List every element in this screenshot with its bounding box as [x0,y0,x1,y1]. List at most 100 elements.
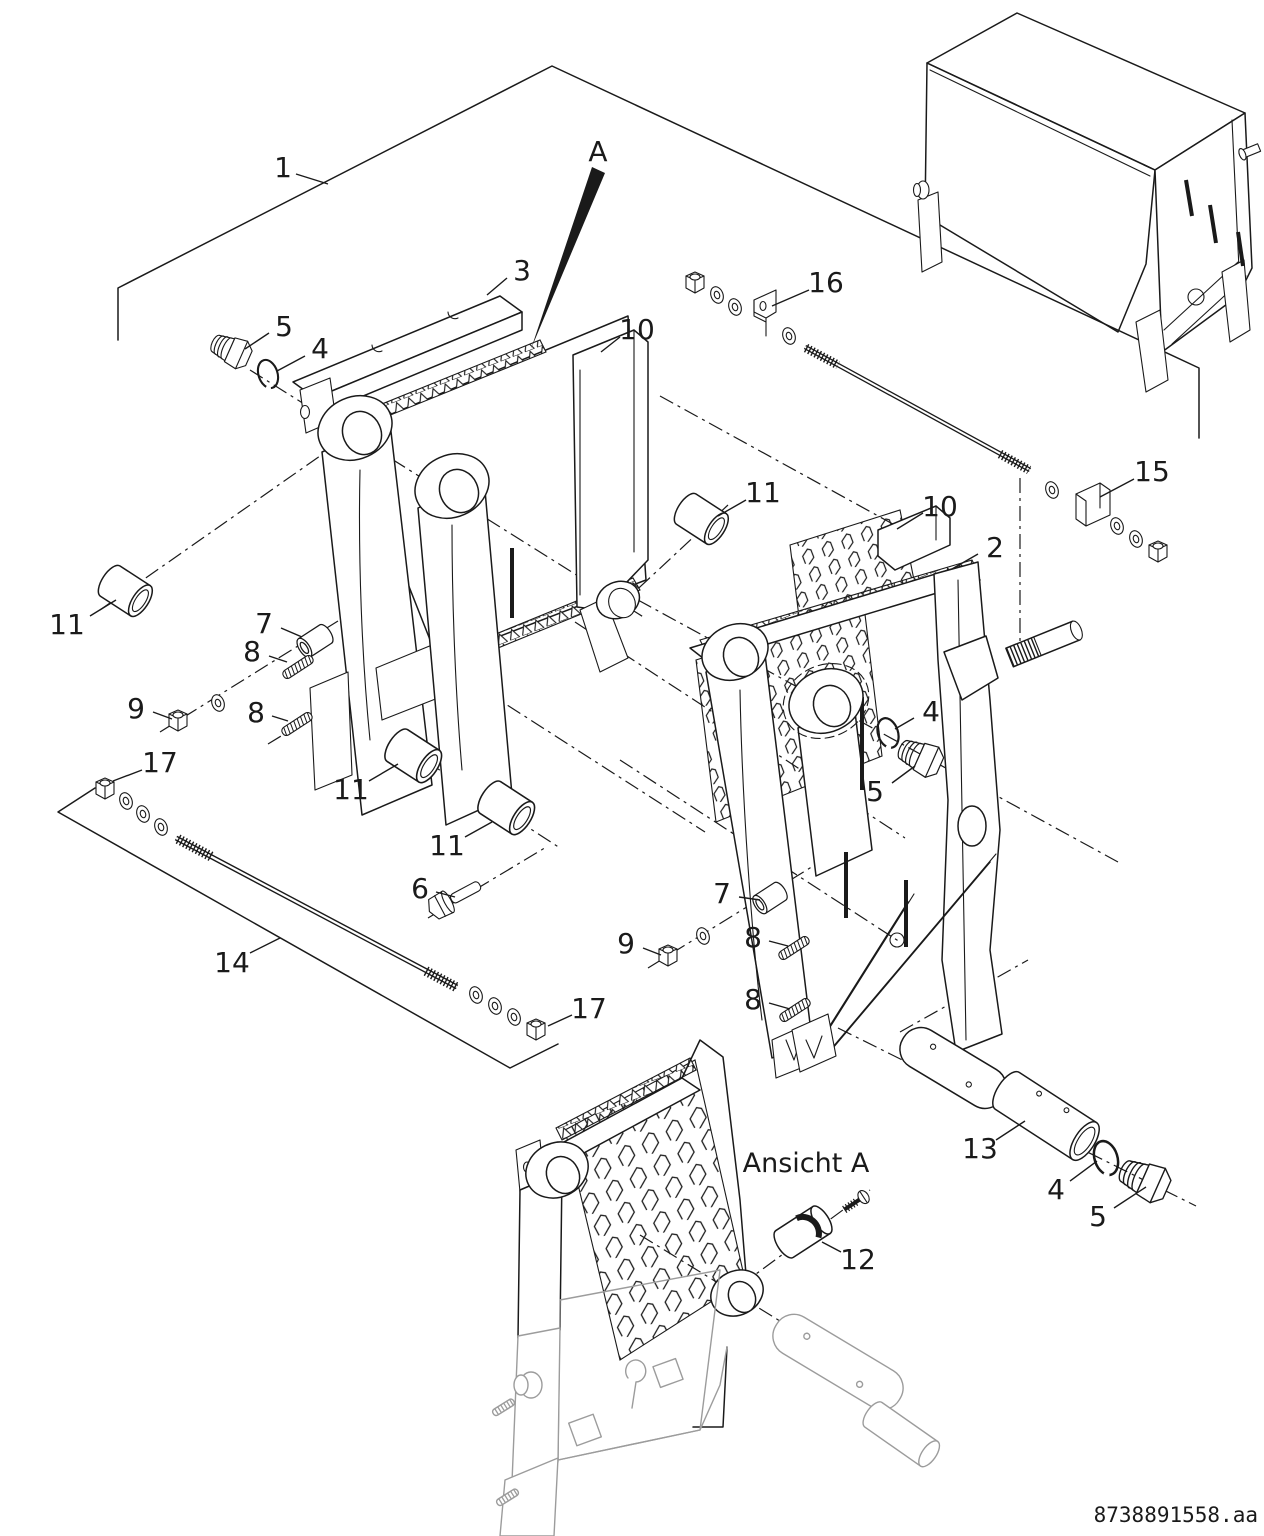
reference-assembly [912,12,1262,393]
svg-text:11: 11 [429,829,465,862]
callout-6: 6 [411,872,456,905]
svg-text:7: 7 [255,607,273,640]
section-left [292,295,647,826]
plug-5-bottom [1112,1151,1176,1208]
section-view-a [491,1039,941,1536]
nut-9-right [658,944,678,967]
callout-17b: 17 [547,992,607,1027]
bolt-6 [423,873,486,923]
hub-left-2 [414,452,490,520]
view-a-label: Ansicht A [743,1148,870,1179]
detail-arrow-a [531,167,605,349]
tube-13 [992,1070,1100,1162]
svg-text:16: 16 [808,266,844,299]
callout-9b: 9 [617,927,662,960]
svg-text:17: 17 [142,746,178,779]
callout-1: 1 [274,151,329,185]
callout-10a: 10 [600,313,655,353]
callout-4c: 4 [1047,1160,1098,1206]
callout-4b: 4 [894,695,940,730]
svg-text:11: 11 [49,608,85,641]
callout-11a: 11 [49,599,117,641]
callout-4a: 4 [276,332,329,372]
plug-5-right [892,732,948,782]
callout-5a: 5 [244,310,293,350]
callout-14: 14 [214,937,281,979]
callout-16: 16 [771,266,844,307]
assembly-side-bolt [1238,143,1262,161]
svg-text:11: 11 [333,773,369,806]
callout-8d: 8 [744,983,791,1016]
leg-screw-upper [491,1398,516,1417]
svg-text:9: 9 [617,927,635,960]
callout-8a: 8 [243,635,288,668]
callout-11d: 11 [429,821,493,862]
callout-13: 13 [962,1120,1026,1165]
svg-text:8: 8 [744,983,762,1016]
svg-text:A: A [588,135,607,168]
callout-9a: 9 [127,692,173,725]
callouts: 1 A 3 5 4 10 16 15 11 10 2 11 7 8 9 8 17… [49,135,1170,1276]
leg-screw-lower [495,1488,520,1507]
svg-text:9: 9 [127,692,145,725]
svg-text:2: 2 [986,531,1004,564]
assembly-boundary [57,65,1200,1069]
stud-8-left-upper [280,653,316,681]
callout-12: 12 [821,1241,876,1276]
svg-text:4: 4 [922,695,940,728]
callout-8b: 8 [247,696,289,729]
bushing-11-center [668,488,734,549]
callout-11c: 11 [333,763,399,806]
svg-text:3: 3 [513,254,531,287]
callout-5b: 5 [866,765,916,808]
svg-text:17: 17 [571,992,607,1025]
drain-boss [513,1371,543,1399]
svg-text:5: 5 [275,310,293,343]
callout-A: A [588,135,607,168]
svg-text:5: 5 [866,775,884,808]
hub-right-1 [701,622,769,682]
hub-left-1 [317,394,393,462]
hub-right-2 [782,663,870,739]
svg-text:7: 7 [713,877,731,910]
bracket-15 [1075,482,1111,527]
stud-8-left-lower [279,710,315,738]
sleeve-7-left [293,621,337,661]
callout-15: 15 [1099,455,1170,498]
washer-9-left [208,692,228,714]
callout-11b: 11 [717,476,781,517]
threaded-nipple [1005,620,1083,668]
svg-text:8: 8 [243,635,261,668]
svg-text:1: 1 [274,151,292,184]
svg-text:15: 15 [1134,455,1170,488]
hub-view-a-2 [710,1269,764,1317]
nut-9-left [168,709,188,732]
hub-view-a-1 [525,1141,589,1199]
tie-rod-14-group [95,777,546,1041]
callout-10b: 10 [896,490,958,530]
ghost-cover-plate [772,1313,904,1411]
clip-screw [842,1190,870,1213]
ghost-tube [862,1401,941,1468]
svg-text:5: 5 [1089,1200,1107,1233]
svg-text:8: 8 [247,696,265,729]
svg-text:12: 12 [840,1243,876,1276]
document-number: 8738891558.aa [1094,1503,1258,1527]
intermediate-plate-left [572,329,649,673]
bushing-11-far-left [92,560,158,621]
svg-text:10: 10 [922,490,958,523]
svg-text:6: 6 [411,872,429,905]
callout-17a: 17 [112,746,178,782]
callout-2: 2 [951,531,1004,570]
washer-9-right [693,925,713,947]
svg-text:10: 10 [619,313,655,346]
callout-5c: 5 [1089,1186,1147,1233]
svg-text:14: 14 [214,946,250,979]
svg-text:8: 8 [744,921,762,954]
svg-text:4: 4 [311,332,329,365]
callout-3: 3 [486,254,531,296]
tie-rod-16-15-group [685,271,1168,563]
callout-8c: 8 [744,921,789,954]
svg-text:4: 4 [1047,1173,1065,1206]
